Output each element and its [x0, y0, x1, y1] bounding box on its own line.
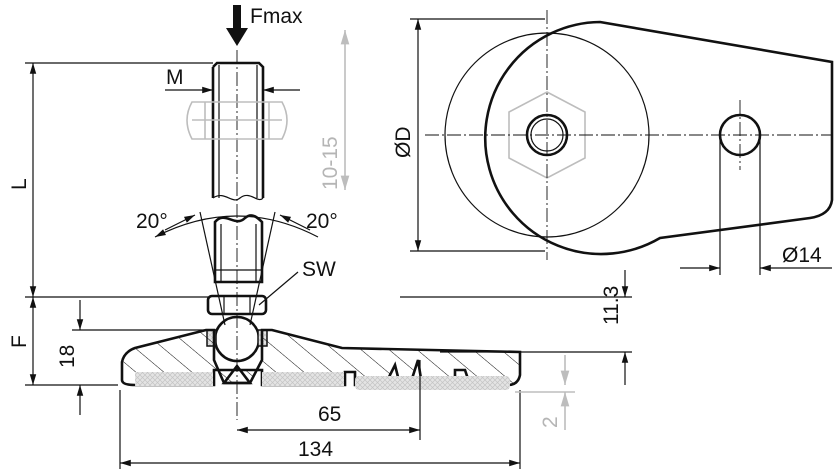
label-thread-m: M [166, 66, 184, 89]
label-height-f: F [8, 335, 31, 348]
side-view [25, 5, 632, 469]
top-view [410, 10, 834, 275]
label-diameter-d: ØD [392, 127, 415, 159]
label-angle-right: 20° [306, 210, 338, 233]
label-hole-14: Ø14 [782, 244, 822, 267]
force-arrow-icon [226, 5, 248, 46]
label-height-18: 18 [56, 345, 79, 368]
label-dist-65: 65 [318, 403, 341, 426]
ghost-nut [186, 101, 288, 140]
label-adjust-range: 10-15 [319, 136, 342, 190]
label-width-134: 134 [298, 438, 333, 461]
label-length-l: L [8, 178, 31, 190]
label-fmax: Fmax [250, 5, 303, 28]
label-pad-2: 2 [539, 416, 562, 428]
base-plate [120, 328, 522, 390]
label-wrench-size: SW [302, 258, 336, 281]
label-angle-left: 20° [136, 210, 168, 233]
threaded-stud [211, 61, 265, 284]
label-height-11-3: 11.3 [600, 286, 623, 325]
